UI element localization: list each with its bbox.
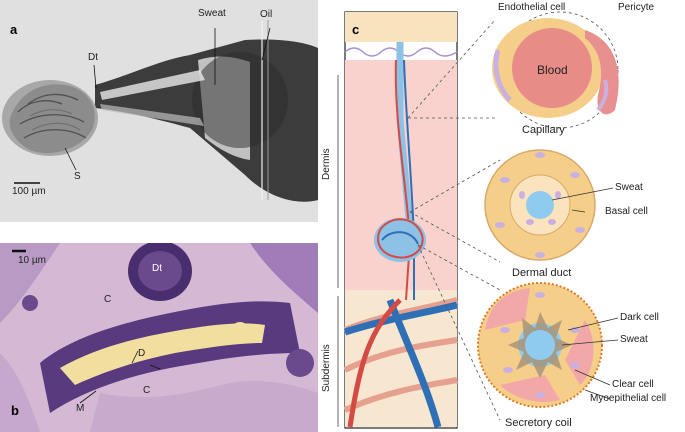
clear-cell-label: Clear cell: [612, 379, 654, 390]
panel-a-letter: a: [10, 22, 18, 37]
s-label: S: [74, 171, 81, 182]
c-label-1: C: [104, 294, 112, 305]
pericyte-label: Pericyte: [618, 2, 655, 13]
myoepithelial-cell-label: Myoepithelial cell: [590, 393, 667, 404]
panel-c-diagram: [337, 11, 619, 429]
capillary-label: Capillary: [522, 124, 565, 136]
endothelial-cell-label: Endothelial cell: [498, 2, 566, 13]
dermal-duct-label: Dermal duct: [512, 267, 572, 279]
scale-bar-b-label: 10 µm: [18, 255, 46, 266]
d-label: D: [138, 348, 146, 359]
m-label: M: [76, 403, 85, 414]
dark-cell-label: Dark cell: [620, 312, 659, 323]
subdermis-label: Subdermis: [321, 344, 332, 392]
panel-b-image: [0, 243, 318, 432]
panel-a-image: [0, 0, 318, 222]
scale-bar-a-label: 100 µm: [12, 186, 46, 197]
panel-b-letter: b: [11, 403, 19, 418]
basal-cell-label: Basal cell: [605, 206, 648, 217]
dt-label-a: Dt: [88, 52, 98, 63]
panel-c-letter: c: [352, 22, 360, 37]
sweat-label-a: Sweat: [198, 8, 226, 19]
blood-label: Blood: [537, 63, 568, 77]
sweat-label-duct: Sweat: [615, 182, 643, 193]
dermis-label: Dermis: [321, 148, 332, 180]
dt-label-b: Dt: [152, 263, 162, 274]
secretory-coil-label: Secretory coil: [505, 417, 572, 429]
oil-label: Oil: [260, 9, 273, 20]
c-label-2: C: [143, 385, 151, 396]
sweat-label-coil: Sweat: [620, 334, 648, 345]
